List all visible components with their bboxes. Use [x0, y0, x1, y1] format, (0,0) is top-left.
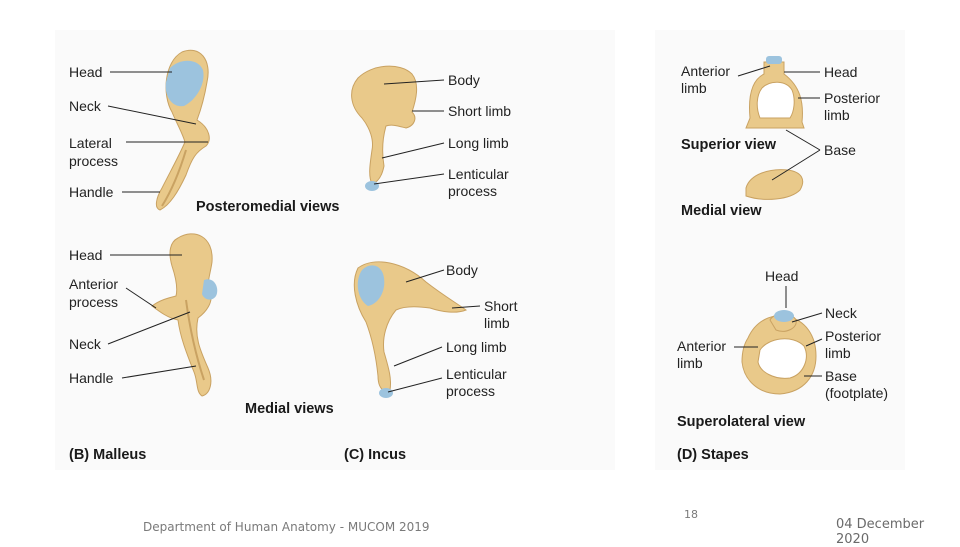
- stapes-superior-illustration: [745, 56, 805, 129]
- incus-bottom-long-limb-label: Long limb: [446, 339, 507, 355]
- stapes-bottom-head-label: Head: [765, 268, 798, 284]
- malleus-posteromedial-view-caption: Posteromedial views: [196, 199, 339, 215]
- malleus-bottom-handle-label: Handle: [69, 370, 114, 386]
- incus-bottom-body-label: Body: [446, 262, 478, 278]
- malleus-top-head-label: Head: [69, 64, 102, 80]
- stapes-top-posterior-limb-label-1: Posterior: [824, 90, 880, 106]
- stapes-top-base-label: Base: [824, 142, 856, 158]
- stapes-superolateral-illustration: [741, 310, 817, 395]
- stapes-bottom-neck-label: Neck: [825, 305, 858, 321]
- stapes-bottom-posterior-limb-label-1: Posterior: [825, 328, 881, 344]
- footer-page-number: 18: [684, 508, 698, 521]
- incus-panel-caption: (C) Incus: [344, 447, 406, 463]
- malleus-bottom-anterior-process-label-2: process: [69, 294, 118, 310]
- incus-bottom-short-limb-label-2: limb: [484, 315, 510, 331]
- malleus-top-handle-label: Handle: [69, 184, 114, 200]
- stapes-bottom-base-label-2: (footplate): [825, 385, 888, 401]
- malleus-bottom-head-label: Head: [69, 247, 102, 263]
- incus-bottom-short-limb-label-1: Short: [484, 298, 518, 314]
- malleus-top-lateral-process-label-1: Lateral: [69, 135, 112, 151]
- incus-bottom-lenticular-process-label-2: process: [446, 383, 495, 399]
- stapes-top-anterior-limb-label-1: Anterior: [681, 63, 730, 79]
- incus-top-lenticular-process-label-2: process: [448, 183, 497, 199]
- stapes-panel-caption: (D) Stapes: [677, 447, 749, 463]
- incus-top-body-label: Body: [448, 72, 480, 88]
- stapes-bottom-posterior-limb-label-2: limb: [825, 345, 851, 361]
- stapes-medial-view-caption: Medial view: [681, 203, 762, 219]
- stapes-superior-view-caption: Superior view: [681, 137, 777, 153]
- figure-panel-left: [55, 30, 615, 470]
- incus-top-illustration: [351, 65, 418, 191]
- malleus-bottom-anterior-process-label-1: Anterior: [69, 276, 118, 292]
- malleus-bottom-neck-label: Neck: [69, 336, 102, 352]
- stapes-top-head-label: Head: [824, 64, 857, 80]
- incus-bottom-lenticular-process-label-1: Lenticular: [446, 366, 507, 382]
- malleus-top-lateral-process-label-2: process: [69, 153, 118, 169]
- stapes-bottom-anterior-limb-label-2: limb: [677, 355, 703, 371]
- stapes-bottom-base-label-1: Base: [825, 368, 857, 384]
- leader-lines: [107, 65, 823, 393]
- incus-top-long-limb-label: Long limb: [448, 135, 509, 151]
- malleus-medial-view-caption: Medial views: [245, 401, 334, 417]
- incus-bottom-illustration: [353, 261, 468, 398]
- stapes-superolateral-view-caption: Superolateral view: [677, 414, 806, 430]
- stapes-top-posterior-limb-label-2: limb: [824, 107, 850, 123]
- stapes-bottom-anterior-limb-label-1: Anterior: [677, 338, 726, 354]
- malleus-top-neck-label: Neck: [69, 98, 102, 114]
- malleus-posteromedial-illustration: [155, 49, 210, 211]
- incus-top-short-limb-label: Short limb: [448, 103, 511, 119]
- malleus-panel-caption: (B) Malleus: [69, 447, 146, 463]
- stapes-medial-illustration: [745, 169, 804, 200]
- footer-department: Department of Human Anatomy - MUCOM 2019: [143, 520, 430, 534]
- footer-date: 04 December 2020: [836, 517, 925, 547]
- stapes-top-anterior-limb-label-2: limb: [681, 80, 707, 96]
- incus-top-lenticular-process-label-1: Lenticular: [448, 166, 509, 182]
